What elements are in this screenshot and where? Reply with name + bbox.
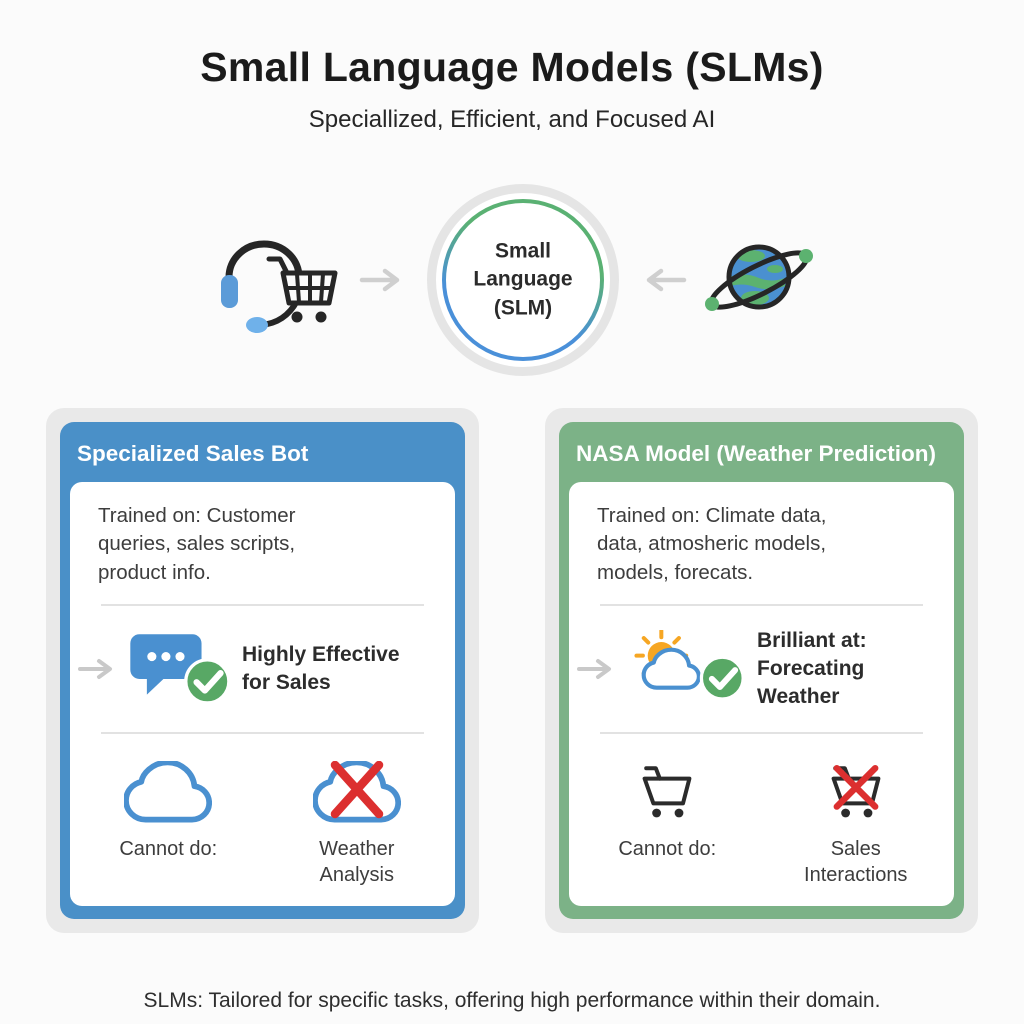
sales-bot-card-body: Specialized Sales Bot Trained on: Custom… (60, 422, 465, 919)
sales-bot-card-title: Specialized Sales Bot (77, 441, 309, 466)
headset-shopping-cart-icon (209, 221, 343, 339)
cannot-item-column: Sales Interactions (762, 763, 951, 888)
shopping-cart-icon (635, 763, 699, 823)
divider (600, 731, 923, 734)
comparison-cards: Specialized Sales Bot Trained on: Custom… (0, 408, 1024, 933)
trained-on-text: Trained on: Climate data, data, atmosher… (597, 504, 827, 584)
page-title: Small Language Models (SLMs) (200, 44, 824, 90)
slm-hub-diagram: Small Language (SLM) (0, 184, 1024, 376)
cannot-do-column: Cannot do: (573, 763, 762, 888)
planet-orbit-icon (703, 224, 815, 336)
slm-circle: Small Language (SLM) (427, 184, 619, 376)
arrow-left-icon (641, 267, 687, 293)
strength-row: Brilliant at: Forecating Weather (569, 623, 954, 715)
cannot-do-label: Cannot do: (119, 837, 218, 860)
cloud-icon (124, 760, 213, 823)
slm-circle-label: Small Language (SLM) (473, 239, 573, 320)
arrow-right-icon (359, 267, 405, 293)
cannot-do-column: Cannot do: (74, 760, 263, 888)
cannot-item-label: Sales Interactions (804, 837, 908, 886)
chat-bubble-check-icon (127, 630, 233, 708)
cannot-do-label: Cannot do: (618, 837, 717, 860)
trained-on-text: Trained on: Customer queries, sales scri… (98, 504, 296, 584)
sun-cloud-check-icon (626, 630, 748, 707)
divider (600, 603, 923, 606)
sales-bot-card: Specialized Sales Bot Trained on: Custom… (46, 408, 479, 933)
nasa-model-card-body: NASA Model (Weather Prediction) Trained … (559, 422, 964, 919)
crossed-cart-icon (824, 763, 888, 823)
sales-bot-panel: Trained on: Customer queries, sales scri… (70, 482, 455, 906)
header: Small Language Models (SLMs) Speciallize… (0, 0, 1024, 134)
cannot-row: Cannot do: Weather Analysis (70, 751, 455, 890)
slm-circle-ring (442, 199, 604, 361)
cannot-row: Cannot do: (569, 751, 954, 890)
strength-text: Brilliant at: Forecating Weather (757, 629, 867, 708)
page-subtitle: Speciallized, Efficient, and Focused AI (308, 106, 716, 133)
divider (101, 603, 424, 606)
footer-caption: SLMs: Tailored for specific tasks, offer… (143, 988, 881, 1012)
cannot-item-label: Weather Analysis (319, 837, 395, 886)
divider (101, 731, 424, 734)
strength-text: Highly Effective for Sales (242, 643, 400, 694)
strength-arrow-icon (78, 657, 118, 681)
strength-row: Highly Effective for Sales (70, 623, 455, 715)
crossed-cloud-icon (312, 760, 401, 823)
strength-arrow-icon (577, 657, 617, 681)
nasa-model-card-title: NASA Model (Weather Prediction) (576, 441, 937, 466)
cannot-item-column: Weather Analysis (263, 760, 452, 888)
nasa-model-card: NASA Model (Weather Prediction) Trained … (545, 408, 978, 933)
nasa-model-panel: Trained on: Climate data, data, atmosher… (569, 482, 954, 906)
